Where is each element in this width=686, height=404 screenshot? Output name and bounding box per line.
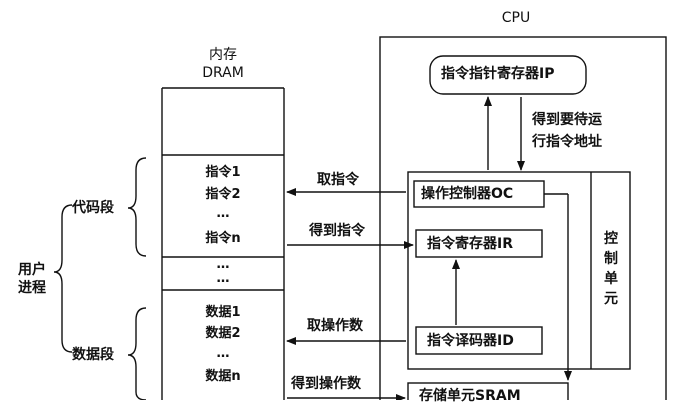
- control-region: [407, 171, 631, 370]
- get-address-label-1: 得到要待运: [532, 112, 602, 128]
- memory-title-1: 内存: [209, 47, 237, 63]
- data-cell-1: 数据1: [205, 305, 241, 320]
- memory-title-2: DRAM: [202, 65, 244, 81]
- oc-label: 操作控制器OC: [421, 186, 514, 202]
- data-cell-2: 数据2: [205, 326, 241, 341]
- gap-cell-2: …: [216, 271, 230, 286]
- cpu-title: CPU: [501, 10, 531, 26]
- gap-cell-1: …: [216, 257, 230, 272]
- user-process-label-1: 用户: [18, 262, 46, 278]
- code-cell-n: 指令n: [205, 231, 241, 246]
- control-unit-char-4: 元: [604, 291, 618, 307]
- sram-label: 存储单元SRAM: [419, 388, 521, 404]
- id-label: 指令译码器ID: [427, 333, 514, 349]
- process-brace: [53, 204, 73, 353]
- fetch-instruction-label: 取指令: [317, 172, 359, 188]
- code-cell-2: 指令2: [205, 187, 241, 202]
- control-unit-char-1: 控: [604, 231, 618, 247]
- data-cell-ellipsis: …: [216, 346, 230, 361]
- data-cell-n: 数据n: [205, 369, 241, 384]
- cpu-box: [379, 36, 667, 400]
- ir-box: [415, 229, 543, 258]
- ir-label: 指令寄存器IR: [427, 236, 513, 252]
- ip-label: 指令指针寄存器IP: [441, 66, 555, 82]
- sram-box: [407, 382, 569, 400]
- fetch-operand-label: 取操作数: [307, 318, 363, 334]
- id-box: [415, 326, 543, 355]
- control-unit-char-2: 制: [604, 251, 618, 267]
- control-unit-char-3: 单: [604, 271, 618, 287]
- code-cell-1: 指令1: [205, 165, 241, 180]
- data-segment-brace: [127, 307, 147, 400]
- ip-box: [429, 55, 587, 95]
- get-address-label-2: 行指令地址: [532, 134, 602, 150]
- code-segment-label: 代码段: [72, 200, 114, 216]
- get-instruction-label: 得到指令: [309, 223, 365, 239]
- code-cell-ellipsis: …: [216, 206, 230, 221]
- get-operand-label: 得到操作数: [291, 376, 361, 392]
- user-process-label-2: 进程: [18, 280, 46, 296]
- data-segment-label: 数据段: [72, 347, 114, 363]
- code-segment-brace: [127, 157, 147, 257]
